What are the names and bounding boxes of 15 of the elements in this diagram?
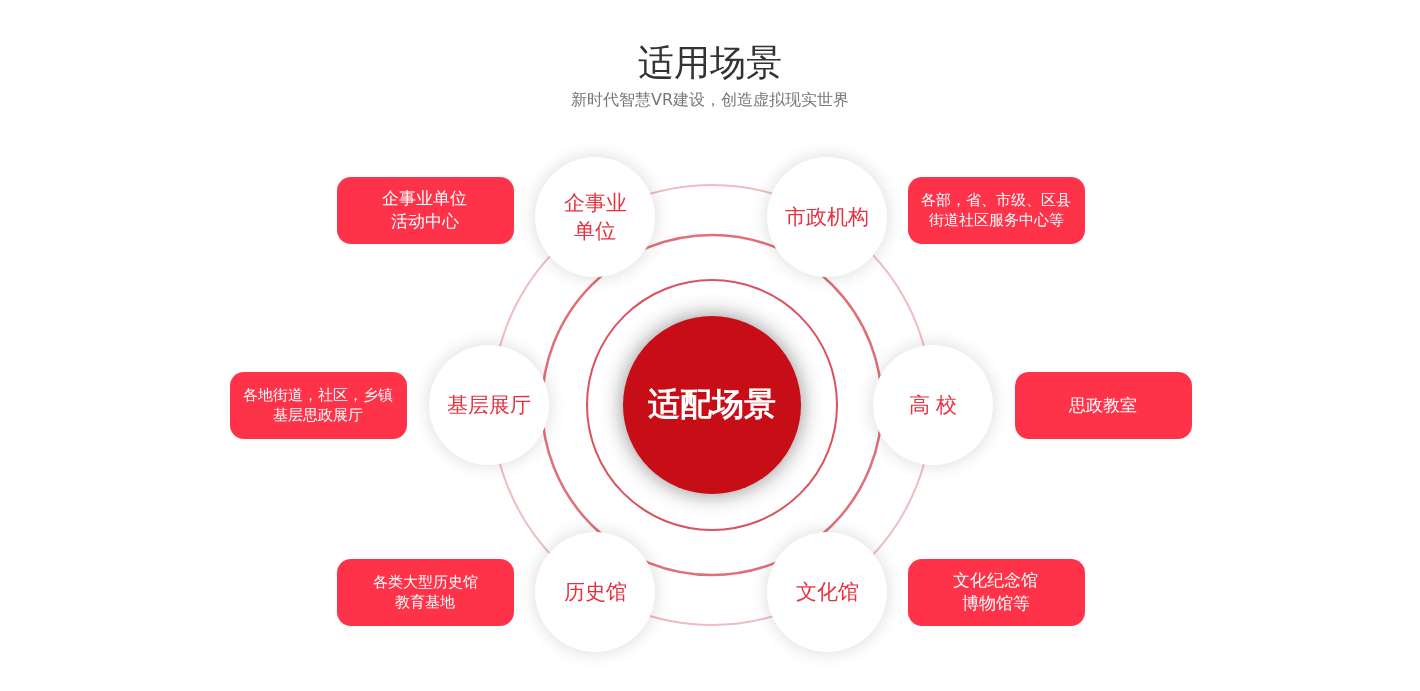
description-pill: 各地街道，社区，乡镇基层思政展厅 <box>229 371 407 439</box>
scene-circle: 企事业单位 <box>535 157 655 277</box>
description-pill: 各类大型历史馆教育基地 <box>336 558 514 626</box>
description-pill: 各部，省、市级、区县街道社区服务中心等 <box>907 176 1085 244</box>
title: 适用场景 <box>637 41 783 85</box>
scene-circle: 文化馆 <box>767 532 887 652</box>
description-pill: 企事业单位活动中心 <box>336 176 514 244</box>
scene-circle: 历史馆 <box>535 532 655 652</box>
description-pill: 文化纪念馆博物馆等 <box>907 558 1085 626</box>
scene-circle: 高 校 <box>873 345 993 465</box>
description-pill: 思政教室 <box>1014 371 1192 439</box>
scene-circle: 基层展厅 <box>429 345 549 465</box>
center-circle: 适配场景 <box>623 316 801 494</box>
subtitle: 新时代智慧VR建设，创造虚拟现实世界 <box>569 90 851 111</box>
scene-circle: 市政机构 <box>767 157 887 277</box>
